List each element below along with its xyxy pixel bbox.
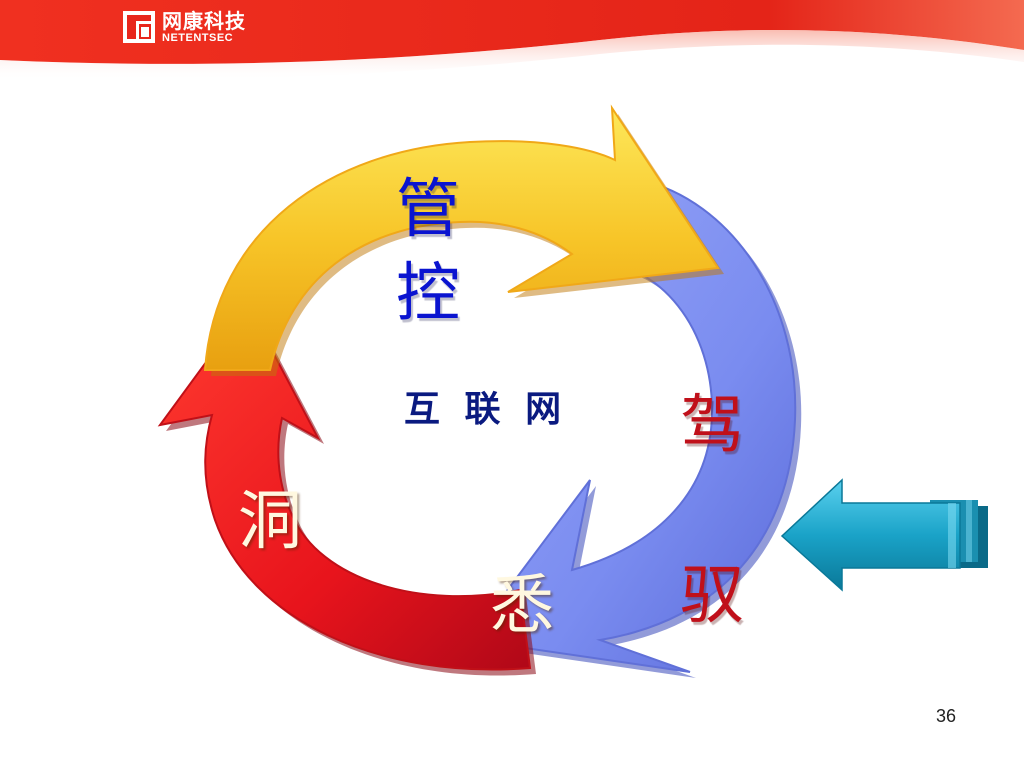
yellow-arrow	[203, 104, 724, 376]
label-xi: 悉	[490, 569, 554, 643]
logo-text: 网康科技 NETENTSEC	[162, 11, 246, 44]
company-logo: 网康科技 NETENTSEC	[122, 10, 246, 44]
label-guan: 管	[396, 173, 460, 247]
blue-arrow	[468, 178, 802, 678]
label-kong: 控	[396, 257, 460, 331]
logo-english-name: NETENTSEC	[162, 31, 234, 44]
label-dong: 洞	[238, 485, 302, 559]
netentsec-logo-icon	[123, 11, 155, 43]
label-yu: 驭	[680, 559, 744, 633]
red-arrow	[157, 303, 536, 676]
center-label: 互 联 网	[404, 389, 568, 430]
label-jia: 驾	[680, 389, 744, 463]
header-band	[0, 0, 1024, 81]
side-arrow	[780, 478, 988, 592]
logo-chinese-name: 网康科技	[162, 8, 246, 33]
page-number: 36	[936, 706, 957, 726]
